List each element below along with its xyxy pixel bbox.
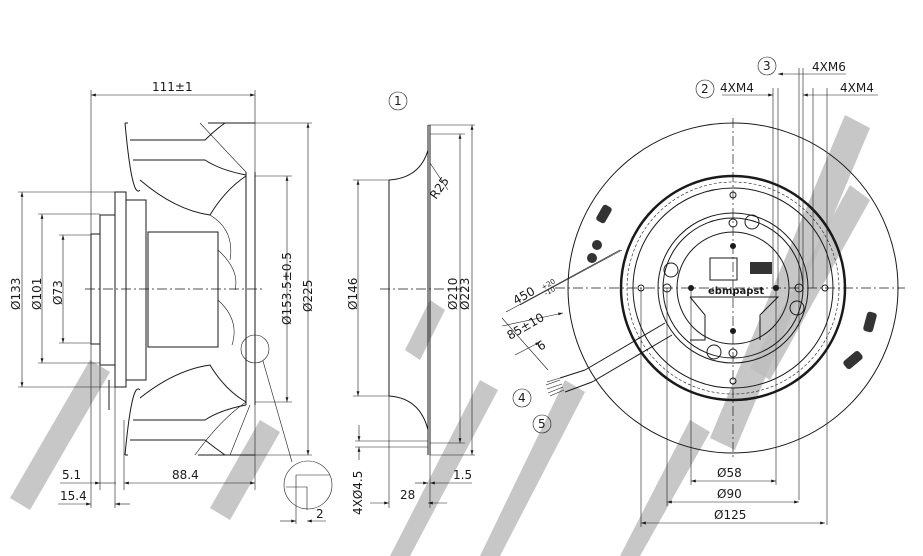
mount-screws [637,191,829,385]
callout-5 [532,414,552,434]
dim-1-5: 1.5 [453,468,472,482]
inlet-ring-view: 1 R25 Ø146 Ø210 Ø223 4XØ4.5 28 1.5 [346,91,475,515]
motor-flange [114,191,127,388]
dim-dia-133: Ø133 [9,278,23,310]
svg-text:5: 5 [538,417,546,431]
rotor-disk [125,199,147,381]
detail-view [283,460,333,510]
dim-dia-210: Ø210 [446,278,460,310]
dim-dia-223: Ø223 [458,278,472,310]
callout-4 [512,388,532,408]
dim-88-4: 88.4 [172,468,199,482]
label-plate [709,257,738,281]
brand-logo: ebmpapst [708,286,764,297]
motor-cylinder [147,231,219,348]
callout-1 [388,91,408,111]
dim-dia-146: Ø146 [346,278,360,310]
dim-dia-58: Ø58 [717,466,742,480]
dim-overall-length: 111±1 [152,80,193,94]
svg-text:3: 3 [763,59,771,73]
cable [545,322,673,397]
dim-dia-90: Ø90 [717,487,742,501]
dim-dia-101: Ø101 [30,278,44,310]
dim-dia-125: Ø125 [714,508,746,522]
dim-cable-length: 450 [511,284,538,308]
svg-text:1: 1 [394,94,402,108]
svg-text:4: 4 [518,391,526,405]
dim-holes: 4XØ4.5 [351,471,365,515]
side-view: 111±1 Ø225 Ø153.5±0.5 Ø133 [9,80,333,524]
dim-15-4: 15.4 [60,489,87,503]
dim-28: 28 [400,488,415,502]
thread-label-left: 4XM4 [720,81,754,95]
callout-3 [757,56,777,76]
connectors [587,204,877,370]
thread-label-m6: 4XM6 [812,60,846,74]
detail-marker [240,334,270,364]
dim-wire-end: 6 [535,338,549,354]
rating-sticker [750,262,772,274]
dim-dia-153-5: Ø153.5±0.5 [280,252,294,325]
front-view: ebmpapst 450 +20 -10 85±10 6 4 5 3 [501,56,905,527]
dim-dia-225: Ø225 [301,280,315,312]
dim-5-1: 5.1 [62,468,81,482]
dim-r25: R25 [427,174,452,201]
svg-text:2: 2 [701,82,709,96]
thread-label-right: 4XM4 [840,81,874,95]
outer-disk [567,122,899,454]
callout-2 [695,79,715,99]
dim-dia-73: Ø73 [51,280,65,305]
dim-detail-2: 2 [316,507,324,521]
